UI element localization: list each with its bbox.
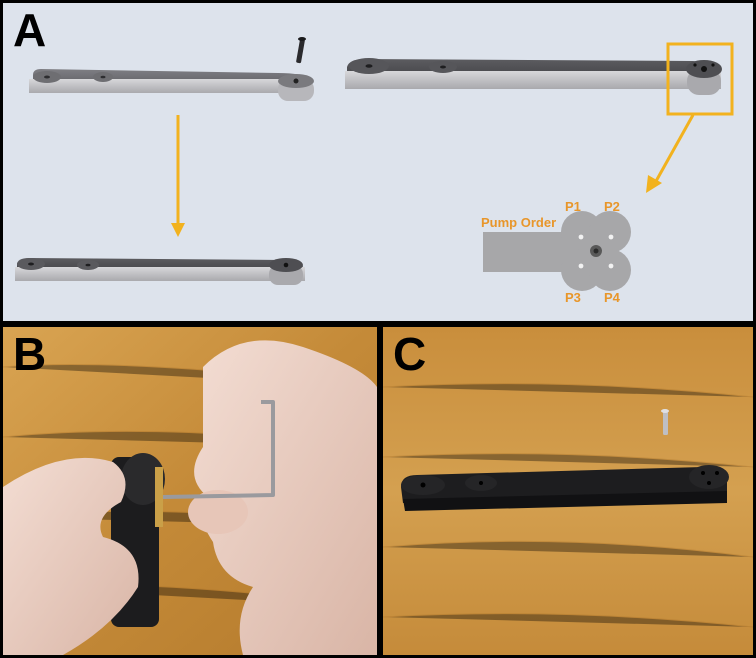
pump-p2-label: P2 (604, 199, 620, 214)
screw-icon (296, 37, 306, 64)
arm-bar-top-left (29, 69, 314, 101)
pump-p1-label: P1 (565, 199, 581, 214)
arm-bar-assembled (15, 258, 305, 285)
panel-a-letter: A (13, 4, 47, 56)
pump-order-label: Pump Order (481, 215, 556, 230)
panel-c: C (383, 327, 753, 655)
panel-a-drawing: Pump Order P1 P2 P3 P4 (15, 37, 734, 305)
down-arrow-icon (171, 115, 185, 237)
printed-arm-bar (401, 465, 729, 511)
panel-c-photo (383, 327, 753, 655)
pump-p3-label: P3 (565, 290, 581, 305)
wood-grain (383, 383, 753, 628)
screw-icon (661, 409, 669, 435)
panel-a: A (3, 3, 753, 321)
panel-b-letter: B (13, 328, 47, 380)
hand-right (188, 340, 377, 655)
arm-bar-top-right (345, 58, 722, 95)
panel-b: B (3, 327, 377, 655)
hex-key-icon (162, 400, 275, 499)
pump-p4-label: P4 (604, 290, 621, 305)
highlight-box (666, 42, 734, 116)
hand-left (3, 457, 139, 655)
panel-b-photo (3, 327, 377, 655)
panel-c-letter: C (393, 328, 427, 380)
diagonal-arrow-icon (646, 114, 695, 193)
pump-order-schematic: Pump Order P1 P2 P3 P4 (481, 199, 631, 305)
